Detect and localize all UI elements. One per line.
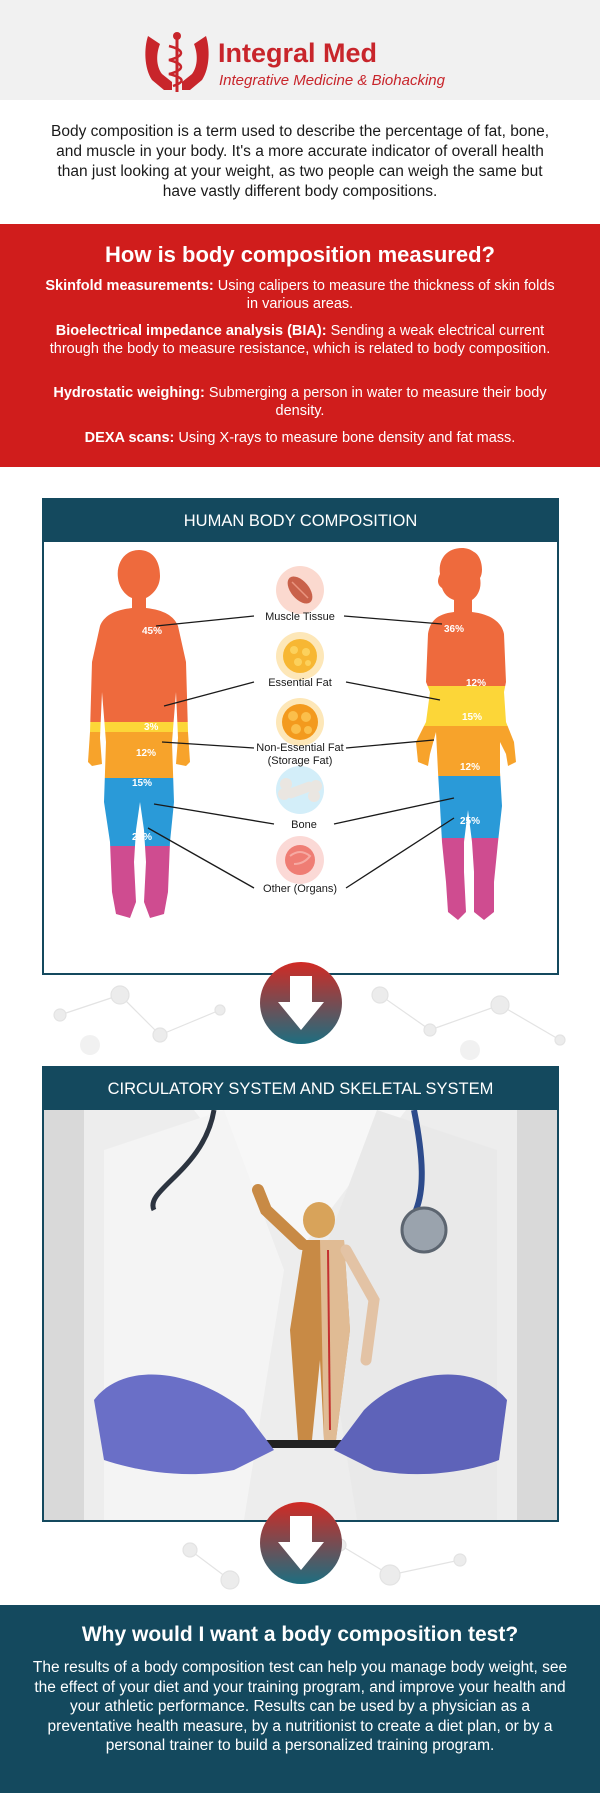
method-name: Skinfold measurements: [45,278,214,294]
female-storage-percent: 15% [462,712,482,723]
muscle-tissue-label: Muscle Tissue [265,611,335,623]
other-organs-label: Other (Organs) [263,883,337,895]
measurement-section: How is body composition measured? Skinfo… [0,224,600,467]
network-background-decoration [53,985,566,1060]
method-desc: Using calipers to measure the thickness … [213,278,555,312]
male-bone-percent: 15% [132,778,152,789]
method-name: DEXA scans: [84,430,175,446]
female-muscle-percent: 36% [444,624,464,635]
female-body-figure [416,548,516,920]
essential-fat-icon [276,632,324,680]
intro-paragraph: Body composition is a term used to descr… [50,123,549,200]
doctor-anatomy-model-image [44,1110,557,1520]
brand-tagline: Integrative Medicine & Biohacking [219,72,445,89]
measurement-title: How is body composition measured? [105,242,495,267]
down-arrow-icon [260,962,342,1044]
muscle-tissue-icon [276,566,324,614]
female-other-percent: 25% [460,816,480,827]
why-test-title: Why would I want a body composition test… [81,1623,519,1646]
method-desc: Sending a weak electrical current throug… [49,323,551,357]
male-muscle-percent: 45% [142,626,162,637]
method-item: Bioelectrical impedance analysis (BIA): … [40,322,560,358]
method-name: Bioelectrical impedance analysis (BIA): [55,323,327,339]
header: Integral Med Integrative Medicine & Bioh… [0,0,600,100]
anatomy-model-figure [252,1184,380,1440]
brand-name: Integral Med [218,38,378,68]
storage-fat-label: Non-Essential Fat [256,742,343,754]
body-composition-heading: HUMAN BODY COMPOSITION [44,500,557,542]
storage-fat-icon [276,698,324,746]
why-test-text: The results of a body composition test c… [32,1659,568,1754]
bone-label: Bone [291,819,317,831]
method-name: Hydrostatic weighing: [53,385,205,401]
method-desc: Using X-rays to measure bone density and… [174,430,516,446]
method-desc: Submerging a person in water to measure … [204,385,547,419]
bone-icon [276,766,324,814]
circulatory-skeletal-heading: CIRCULATORY SYSTEM AND SKELETAL SYSTEM [44,1068,557,1110]
method-item: Hydrostatic weighing: Submerging a perso… [40,384,560,420]
hands-caduceus-logo-icon [145,32,209,92]
method-item: Skinfold measurements: Using calipers to… [40,277,560,313]
male-other-percent: 25% [132,832,152,843]
organs-icon [276,836,324,884]
female-essential-percent: 12% [466,678,486,689]
connector-lines [147,615,455,889]
male-storage-percent: 12% [136,748,156,759]
network-background-decoration [182,1538,467,1590]
body-composition-diagram: 45% 3% 12% 15% 25% 36% 12% 15% 12% 25% [88,548,516,920]
male-essential-percent: 3% [144,722,159,733]
storage-fat-sublabel: (Storage Fat) [268,755,333,767]
body-composition-panel: HUMAN BODY COMPOSITION [42,498,559,975]
female-bone-percent: 12% [460,762,480,773]
why-test-section: Why would I want a body composition test… [0,1605,600,1793]
essential-fat-label: Essential Fat [268,677,332,689]
method-item: DEXA scans: Using X-rays to measure bone… [40,429,560,447]
down-arrow-icon [260,1502,342,1584]
circulatory-skeletal-panel: CIRCULATORY SYSTEM AND SKELETAL SYSTEM [42,1066,559,1522]
